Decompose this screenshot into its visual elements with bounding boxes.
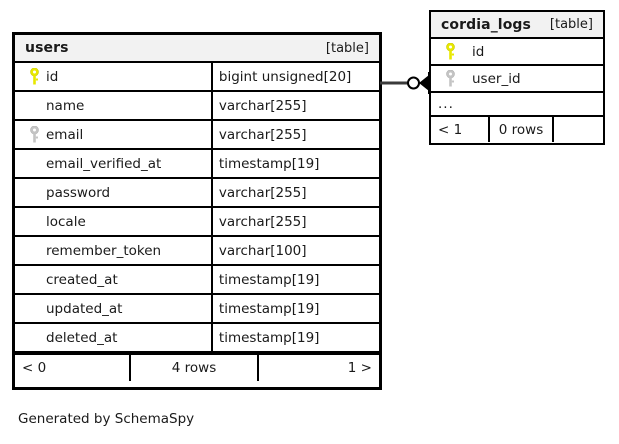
cardinality-many-marker (419, 75, 429, 91)
column-name: email_verified_at (46, 155, 162, 172)
column-name: name (46, 97, 85, 114)
column-name: id (46, 68, 59, 85)
column-name: deleted_at (46, 329, 118, 346)
key-icon-yellow (438, 43, 462, 60)
table-row[interactable]: remember_token varchar[100] (15, 237, 379, 266)
table-row[interactable]: updated_at timestamp[19] (15, 295, 379, 324)
table-row[interactable]: email_verified_at timestamp[19] (15, 150, 379, 179)
column-type: timestamp[19] (210, 295, 379, 322)
table-cordia-logs-title: cordia_logs (441, 16, 531, 33)
column-name: locale (46, 213, 86, 230)
row-count-label: 0 rows (488, 117, 552, 142)
table-cordia-logs-header: cordia_logs [table] (431, 12, 603, 39)
cardinality-zero-marker (407, 76, 420, 90)
table-cordia-logs-footer: < 1 0 rows (431, 117, 603, 142)
column-type: varchar[255] (210, 208, 379, 235)
column-type: varchar[100] (210, 237, 379, 264)
table-cordia-logs-kind: [table] (549, 17, 593, 32)
table-row[interactable]: id bigint unsigned[20] (15, 63, 379, 92)
pager-prev-button[interactable]: < 1 (438, 121, 463, 138)
table-row[interactable]: name varchar[255] (15, 92, 379, 121)
table-row[interactable]: id (431, 39, 603, 66)
column-name: id (472, 43, 485, 60)
table-cordia-logs-columns: id user_id . (431, 39, 603, 142)
column-name-cell: email_verified_at (15, 150, 211, 177)
column-name-cell: created_at (15, 266, 211, 293)
column-name-cell: updated_at (15, 295, 211, 322)
column-name: user_id (472, 70, 521, 87)
column-name-cell: remember_token (15, 237, 211, 264)
table-users-kind: [table] (325, 40, 369, 56)
column-type: varchar[255] (210, 121, 379, 148)
column-type: timestamp[19] (210, 266, 379, 293)
key-icon-gray (438, 70, 462, 87)
table-row[interactable]: deleted_at timestamp[19] (15, 324, 379, 353)
column-name-cell: user_id (431, 66, 603, 91)
column-name: email (46, 126, 84, 143)
pager-prev-button[interactable]: < 0 (22, 360, 47, 376)
table-users-title: users (25, 40, 69, 56)
column-name-cell: name (15, 92, 211, 119)
table-cordia-logs[interactable]: cordia_logs [table] id (429, 10, 605, 145)
column-type: varchar[255] (210, 92, 379, 119)
key-icon-yellow (22, 68, 46, 85)
row-count-label: 4 rows (129, 355, 257, 381)
more-columns-indicator[interactable]: ... (431, 93, 603, 117)
column-name: remember_token (46, 242, 162, 259)
table-users-footer: < 0 4 rows 1 > (15, 353, 379, 381)
table-row[interactable]: created_at timestamp[19] (15, 266, 379, 295)
table-row[interactable]: locale varchar[255] (15, 208, 379, 237)
pager-next-button[interactable]: 1 > (257, 355, 379, 381)
column-name-cell: deleted_at (15, 324, 211, 351)
diagram-caption: Generated by SchemaSpy (18, 411, 195, 427)
column-name-cell: id (431, 39, 603, 64)
column-name-cell: password (15, 179, 211, 206)
column-type: timestamp[19] (210, 324, 379, 351)
table-users-columns: id bigint unsigned[20] name varchar[255] (15, 63, 379, 381)
table-users-header: users [table] (15, 35, 379, 63)
key-icon-gray (22, 126, 46, 143)
table-row[interactable]: email varchar[255] (15, 121, 379, 150)
relationship-users-to-cordia-logs (380, 72, 430, 94)
column-type: timestamp[19] (210, 150, 379, 177)
column-name-cell: id (15, 63, 211, 90)
column-name-cell: locale (15, 208, 211, 235)
column-name: updated_at (46, 300, 123, 317)
column-type: bigint unsigned[20] (210, 63, 379, 90)
column-name: created_at (46, 271, 118, 288)
column-type: varchar[255] (210, 179, 379, 206)
pager-next-button[interactable] (552, 117, 603, 142)
column-name: password (46, 184, 111, 201)
column-name-cell: email (15, 121, 211, 148)
table-row[interactable]: user_id (431, 66, 603, 93)
table-users[interactable]: users [table] id bigint (12, 32, 382, 390)
table-row[interactable]: password varchar[255] (15, 179, 379, 208)
